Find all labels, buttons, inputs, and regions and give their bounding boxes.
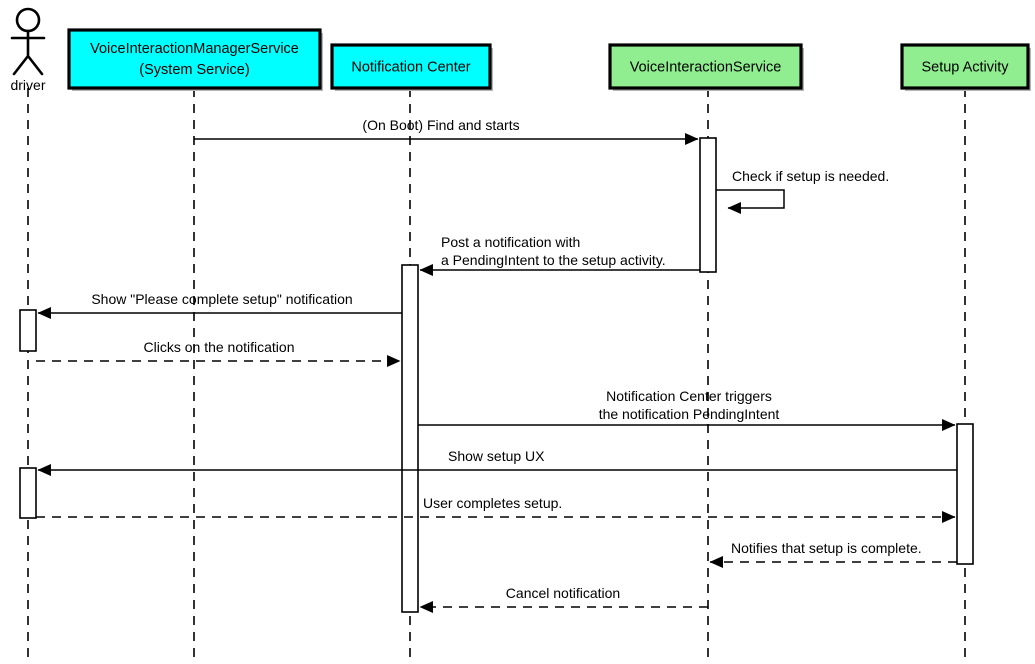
- message-arrow-self: [716, 189, 785, 214]
- message-msg-3[interactable]: Post a notification with a PendingIntent …: [419, 234, 700, 276]
- message-msg-8[interactable]: User completes setup.: [36, 495, 956, 523]
- participant-label-notification-center: Notification Center: [351, 59, 470, 75]
- participant-box-setup-activity[interactable]: [900, 43, 1030, 90]
- message-msg-6[interactable]: Notification Center triggers the notifica…: [418, 388, 956, 431]
- message-msg-9[interactable]: Notifies that setup is complete.: [709, 540, 957, 568]
- actor-driver[interactable]: driver: [10, 7, 46, 93]
- message-label-msg-6-line2: the notification PendingIntent: [599, 406, 780, 422]
- message-msg-4[interactable]: Show "Please complete setup" notificatio…: [37, 291, 402, 319]
- message-msg-1[interactable]: (On Boot) Find and starts: [194, 117, 699, 145]
- message-label-msg-10: Cancel notification: [506, 585, 620, 601]
- participant-vims[interactable]: VoiceInteractionManagerService (System Se…: [67, 28, 323, 91]
- message-msg-5[interactable]: Clicks on the notification: [36, 339, 401, 367]
- message-label-msg-9: Notifies that setup is complete.: [731, 540, 922, 556]
- activation-bar-driver: [19, 467, 37, 519]
- message-label-msg-7: Show setup UX: [448, 448, 545, 464]
- message-label-msg-3-line1: Post a notification with: [441, 234, 580, 250]
- participant-notification-center[interactable]: Notification Center: [330, 43, 493, 91]
- message-label-msg-2-self: Check if setup is needed.: [732, 168, 889, 184]
- actor-label-driver: driver: [10, 77, 45, 93]
- message-label-msg-3-line2: a PendingIntent to the setup activity.: [441, 252, 666, 268]
- participant-boxes-layer: VoiceInteractionManagerService (System Se…: [67, 28, 1031, 91]
- message-label-msg-4: Show "Please complete setup" notificatio…: [91, 291, 352, 307]
- activation-bar-setup-activity: [956, 423, 974, 565]
- actor-body-icon: [10, 29, 46, 76]
- message-label-msg-5: Clicks on the notification: [144, 339, 295, 355]
- activation-bars-layer: [19, 137, 974, 613]
- message-label-msg-1: (On Boot) Find and starts: [362, 117, 519, 133]
- message-label-msg-8: User completes setup.: [423, 495, 562, 511]
- participant-box-vis[interactable]: [608, 43, 803, 90]
- message-msg-7[interactable]: Show setup UX: [37, 448, 957, 476]
- message-label-msg-6-line1: Notification Center triggers: [606, 388, 772, 404]
- participant-label-setup-activity: Setup Activity: [921, 59, 1009, 75]
- activation-bar-driver: [19, 309, 37, 352]
- participant-vis[interactable]: VoiceInteractionService: [608, 43, 804, 91]
- stick-figure-actor-icon: [15, 7, 41, 33]
- participant-label-vims-line1: VoiceInteractionManagerService: [90, 41, 299, 57]
- participant-label-vis: VoiceInteractionService: [630, 59, 782, 75]
- activation-bar-vis: [699, 137, 717, 273]
- participant-box-notification-center[interactable]: [330, 43, 492, 90]
- actor-layer: driver: [10, 7, 46, 93]
- message-msg-2-self[interactable]: Check if setup is needed.: [716, 168, 889, 214]
- participant-setup-activity[interactable]: Setup Activity: [900, 43, 1031, 91]
- message-msg-10[interactable]: Cancel notification: [419, 585, 708, 613]
- activation-bar-notification-center: [401, 264, 419, 613]
- participant-box-vims[interactable]: [67, 28, 322, 90]
- participant-label-vims-line2: (System Service): [139, 62, 249, 78]
